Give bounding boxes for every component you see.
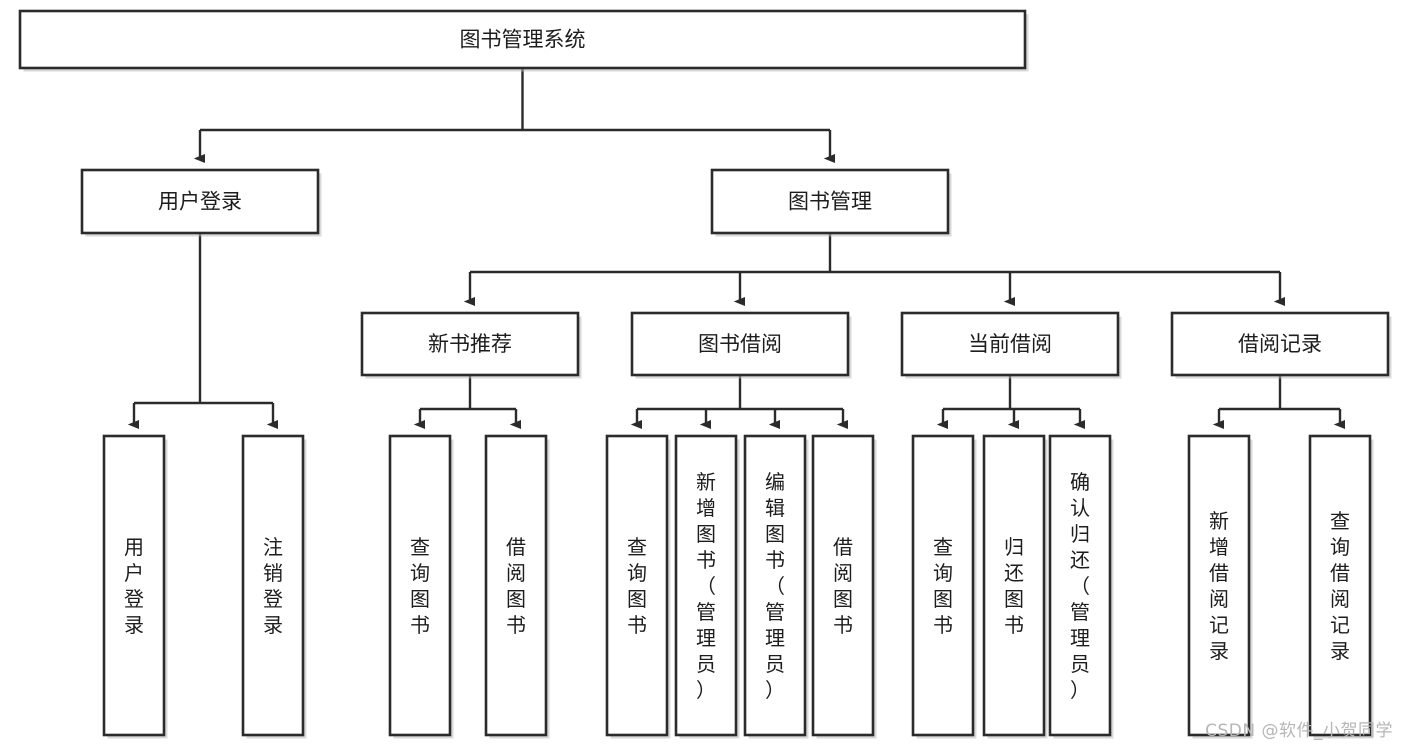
node-label: 借阅图书 — [833, 535, 853, 637]
node-leaf-6[interactable]: 编辑图书（管理员） — [743, 434, 809, 739]
csdn-watermark: CSDN @软件_小贺同学 — [1205, 721, 1393, 741]
node-label: 当前借阅 — [968, 332, 1052, 356]
node-leaf-11[interactable]: 新增借阅记录 — [1187, 434, 1253, 739]
node-label: 借阅记录 — [1238, 332, 1322, 356]
node-leaf-2[interactable]: 查询图书 — [388, 434, 454, 739]
node-label: 新增借阅记录 — [1209, 509, 1229, 663]
node-label: 查询图书 — [933, 535, 953, 637]
node-label: 用户登录 — [158, 190, 242, 214]
node-label: 查询借阅记录 — [1330, 509, 1350, 663]
node-label: 查询图书 — [410, 535, 430, 637]
node-label: 新增图书（管理员） — [696, 470, 716, 702]
node-leaf-9[interactable]: 归还图书 — [982, 434, 1048, 739]
node-leaf-4[interactable]: 查询图书 — [605, 434, 671, 739]
node-label: 图书管理 — [788, 190, 872, 214]
node-label: 图书管理系统 — [460, 28, 586, 52]
node-level2-1[interactable]: 图书管理 — [710, 168, 952, 237]
node-leaf-3[interactable]: 借阅图书 — [484, 434, 550, 739]
node-label: 新书推荐 — [428, 332, 512, 356]
node-label: 归还图书 — [1004, 535, 1024, 637]
node-level3-2[interactable]: 当前借阅 — [900, 311, 1122, 379]
node-root-图书管理系统[interactable]: 图书管理系统 — [18, 9, 1029, 72]
node-leaf-8[interactable]: 查询图书 — [911, 434, 977, 739]
connector-layer — [127, 68, 1346, 430]
node-level3-3[interactable]: 借阅记录 — [1170, 311, 1392, 379]
node-level2-0[interactable]: 用户登录 — [80, 168, 322, 237]
node-leaf-10[interactable]: 确认归还（管理员） — [1048, 434, 1114, 739]
node-label: 确认归还（管理员） — [1070, 470, 1090, 702]
node-leaf-1[interactable]: 注销登录 — [241, 434, 307, 739]
node-label: 编辑图书（管理员） — [765, 470, 785, 702]
node-leaf-5[interactable]: 新增图书（管理员） — [674, 434, 740, 739]
node-leaf-7[interactable]: 借阅图书 — [811, 434, 877, 739]
node-level3-0[interactable]: 新书推荐 — [360, 311, 582, 379]
node-label: 查询图书 — [627, 535, 647, 637]
node-label: 借阅图书 — [506, 535, 526, 637]
node-level3-1[interactable]: 图书借阅 — [630, 311, 852, 379]
node-leaf-0[interactable]: 用户登录 — [102, 434, 168, 739]
node-label: 用户登录 — [124, 535, 144, 637]
node-leaf-12[interactable]: 查询借阅记录 — [1308, 434, 1374, 739]
node-layer: 图书管理系统用户登录图书管理新书推荐图书借阅当前借阅借阅记录用户登录注销登录查询… — [18, 9, 1392, 739]
node-label: 图书借阅 — [698, 332, 782, 356]
node-label: 注销登录 — [263, 535, 283, 637]
